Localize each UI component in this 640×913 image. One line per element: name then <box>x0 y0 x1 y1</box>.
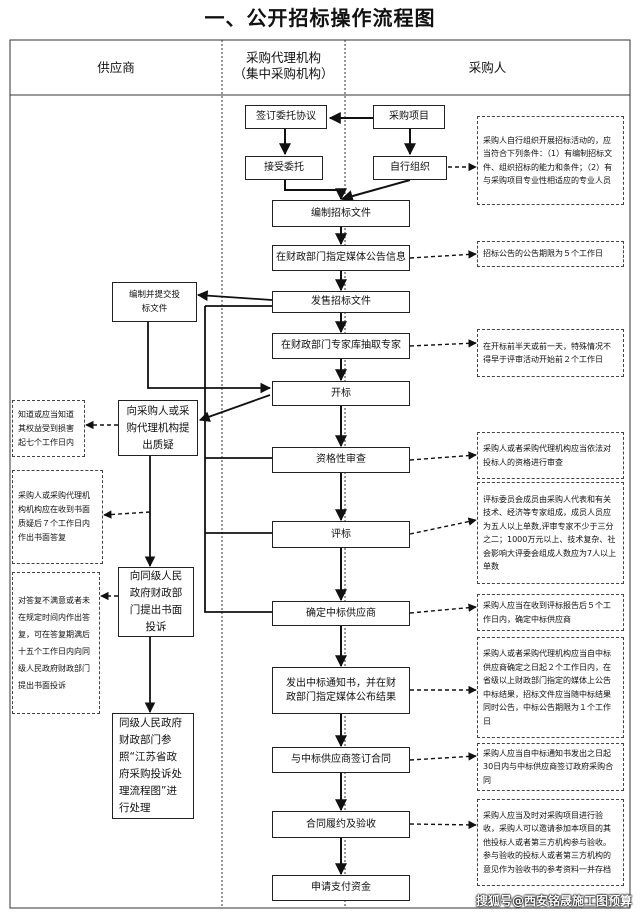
step-acceptance: 合同履约及验收 <box>272 811 410 838</box>
note-experts: 在开标前半天或前一天，特殊情况不得早于评审活动开始前２个工作日 <box>477 329 624 377</box>
supplier-complaint: 向同级人民政府财政部门提出书面投诉 <box>118 567 194 637</box>
header-agency-line1: 采购代理机构 <box>245 50 321 65</box>
supplier-process: 同级人民政府财政部门参照“江苏省政府采购投诉处理流程图”进行处理 <box>112 713 194 819</box>
note-acceptance-text: 采购人应当及时对采购项目进行验收，采购人可以邀请参加本项目的其他投标人或者第三方… <box>483 810 611 874</box>
step-open: 开标 <box>272 381 410 406</box>
note-notify: 采购人或者采购代理机构应当自中标供应商确定之日起２个工作日内，在省级以上财政部门… <box>477 637 624 738</box>
header-agency-line2: （集中采购机构） <box>233 66 334 81</box>
note-announce-text: 招标公告的公告期限为５个工作日 <box>483 249 603 259</box>
note-confirm-text: 采购人应当在收到评标报告后５个工作日内，确定中标供应商 <box>483 601 611 624</box>
step-confirm: 确定中标供应商 <box>272 601 410 626</box>
note-qualify-text: 采购人或者采购代理机构应当依法对投标人的资格进行审查 <box>483 444 611 467</box>
step-announce: 在财政部门指定媒体公告信息 <box>272 245 410 271</box>
supplier-bid-docs: 编制并提交投标文件 <box>112 282 197 322</box>
step-accept: 接受委托 <box>245 156 323 180</box>
step-contract: 与中标供应商签订合同 <box>272 747 410 773</box>
page-title: 一、公开招标操作流程图 <box>204 6 436 30</box>
note-confirm: 采购人应当在收到评标报告后５个工作日内，确定中标供应商 <box>477 594 624 631</box>
step-notify: 发出中标通知书，并在财政部门指定媒体公布结果 <box>272 667 410 714</box>
step-experts: 在财政部门专家库抽取专家 <box>272 333 410 359</box>
step-prepare-docs: 编制招标文件 <box>272 200 410 227</box>
note-evaluate-text: 评标委员会成员由采购人代表和有关技术、经济等专家组成，成员人员应为五人以上单数,… <box>483 494 617 572</box>
note-challenge-time-text: 知道或应当知道其权益受到损害起七个工作日内 <box>18 409 74 447</box>
step-sell-docs: 发售招标文件 <box>272 291 410 313</box>
step-evaluate: 评标 <box>272 521 410 548</box>
step-project: 采购项目 <box>373 105 445 129</box>
step-payment: 申请支付资金 <box>272 875 410 901</box>
note-notify-text: 采购人或者采购代理机构应当自中标供应商确定之日起２个工作日内，在省级以上财政部门… <box>483 649 611 726</box>
header-agency: 采购代理机构 （集中采购机构） <box>222 50 345 82</box>
watermark: 搜狐号@西安铭晟施工图预算 <box>475 894 632 908</box>
note-qualify: 采购人或者采购代理机构应当依法对投标人的资格进行审查 <box>477 432 624 479</box>
note-announce: 招标公告的公告期限为５个工作日 <box>477 241 624 267</box>
note-reply-time: 采购人或采购代理机构机构应在收到书面质疑后７个工作日内作出书面答复 <box>12 470 103 564</box>
note-contract-text: 采购人应当自中标通知书发出之日起30日内与中标供应商签订政府采购合同 <box>483 748 614 785</box>
step-qualify: 资格性审查 <box>272 447 410 473</box>
step-self-org: 自行组织 <box>373 156 447 180</box>
note-self-org-text: 采购人自行组织开展招标活动的，应当符合下列条件：（1）有编制招标文件、组织招标的… <box>483 135 613 186</box>
note-experts-text: 在开标前半天或前一天，特殊情况不得早于评审活动开始前２个工作日 <box>483 341 611 365</box>
header-supplier: 供应商 <box>97 60 135 75</box>
note-challenge-time: 知道或应当知道其权益受到损害起七个工作日内 <box>12 400 85 457</box>
note-complaint-time: 对答复不满意或者未在规定时间内作出答复，可在答复期满后十五个工作日内向同级人民政… <box>12 572 100 714</box>
outer-frame <box>9 39 631 909</box>
note-contract: 采购人应当自中标通知书发出之日起30日内与中标供应商签订政府采购合同 <box>477 743 624 791</box>
note-complaint-time-text: 对答复不满意或者未在规定时间内作出答复，可在答复期满后十五个工作日内向同级人民政… <box>18 596 90 690</box>
note-reply-time-text: 采购人或采购代理机构机构应在收到书面质疑后７个工作日内作出书面答复 <box>18 491 90 542</box>
note-acceptance: 采购人应当及时对采购项目进行验收，采购人可以邀请参加本项目的其他投标人或者第三方… <box>477 799 624 886</box>
step-sign-agreement: 签订委托协议 <box>245 105 327 129</box>
note-evaluate: 评标委员会成员由采购人代表和有关技术、经济等专家组成，成员人员应为五人以上单数,… <box>477 482 624 584</box>
supplier-challenge: 向采购人或采购代理机构提出质疑 <box>118 400 198 456</box>
header-purchaser: 采购人 <box>468 60 507 75</box>
note-self-org: 采购人自行组织开展招标活动的，应当符合下列条件：（1）有编制招标文件、组织招标的… <box>477 116 624 205</box>
